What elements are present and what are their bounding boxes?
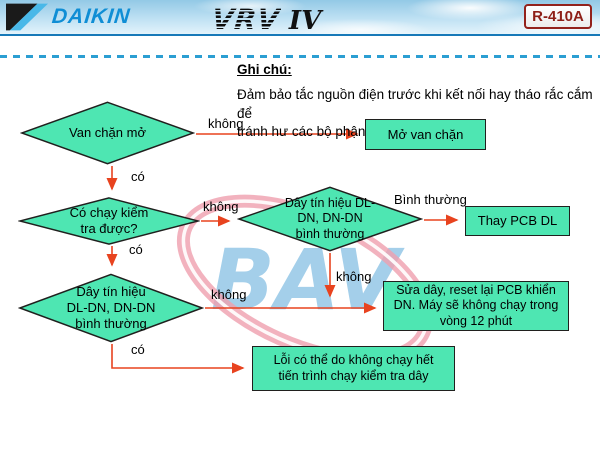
refrigerant-badge: R-410A [524, 4, 592, 29]
note-title: Ghi chú: [237, 62, 292, 77]
decision-signal-wire-top-label: Dây tín hiệu DL- DN, DN-DN bình thường [284, 196, 376, 241]
daikin-logo: DAIKIN [6, 3, 132, 31]
process-fix-wire-reset: Sửa dây, reset lại PCB khiển DN. Máy sẽ … [383, 281, 569, 331]
diamond-shape [18, 197, 200, 245]
diamond-shape [20, 101, 195, 165]
process-replace-pcb-label: Thay PCB DL [477, 213, 558, 229]
process-open-valve-label: Mở van chặn [387, 126, 464, 142]
header-banner: DAIKIN VRV IV R-410A [0, 0, 600, 36]
process-fix-wire-reset-label: Sửa dây, reset lại PCB khiển DN. Máy sẽ … [393, 283, 559, 328]
decision-valve-open: Van chặn mở [20, 101, 195, 165]
arrow-d4-yes [111, 344, 245, 374]
vrv-logo: VRV IV [210, 3, 322, 36]
daikin-icon-blue-slash [9, 3, 48, 31]
edge-label-d2-no: không [203, 199, 239, 214]
decision-valve-open-label: Van chặn mở [69, 125, 146, 141]
decision-test-run-label: Có chạy kiểm tra được? [69, 205, 149, 236]
process-replace-pcb: Thay PCB DL [465, 206, 570, 236]
edge-label-d2-yes: có [129, 242, 143, 257]
dashed-separator [0, 55, 600, 58]
daikin-logo-icon [6, 3, 48, 31]
process-error-incomplete-test: Lỗi có thể do không chạy hết tiến trình … [252, 346, 455, 391]
decision-test-run: Có chạy kiểm tra được? [18, 197, 200, 245]
edge-label-d1-yes: có [131, 169, 145, 184]
process-open-valve: Mở van chặn [365, 119, 486, 150]
edge-label-d1-no: không [208, 116, 244, 131]
vrv-roman-numeral: IV [288, 6, 322, 36]
daikin-icon-black-shape [6, 3, 38, 31]
decision-signal-wire-bottom: Dây tín hiệu DL-DN, DN-DN bình thường [18, 273, 204, 343]
diamond-shape [18, 273, 204, 343]
diamond-shape [237, 186, 423, 252]
edge-label-d4-no: không [211, 287, 247, 302]
process-error-incomplete-test-label: Lỗi có thể do không chạy hết tiến trình … [273, 353, 434, 383]
edge-label-d4-yes: có [131, 342, 145, 357]
decision-signal-wire-top: Dây tín hiệu DL- DN, DN-DN bình thường [237, 186, 423, 252]
edge-label-d3-no: không [336, 269, 372, 284]
decision-signal-wire-bottom-label: Dây tín hiệu DL-DN, DN-DN bình thường [66, 284, 156, 331]
edge-label-d3-normal: Bình thường [394, 192, 467, 207]
